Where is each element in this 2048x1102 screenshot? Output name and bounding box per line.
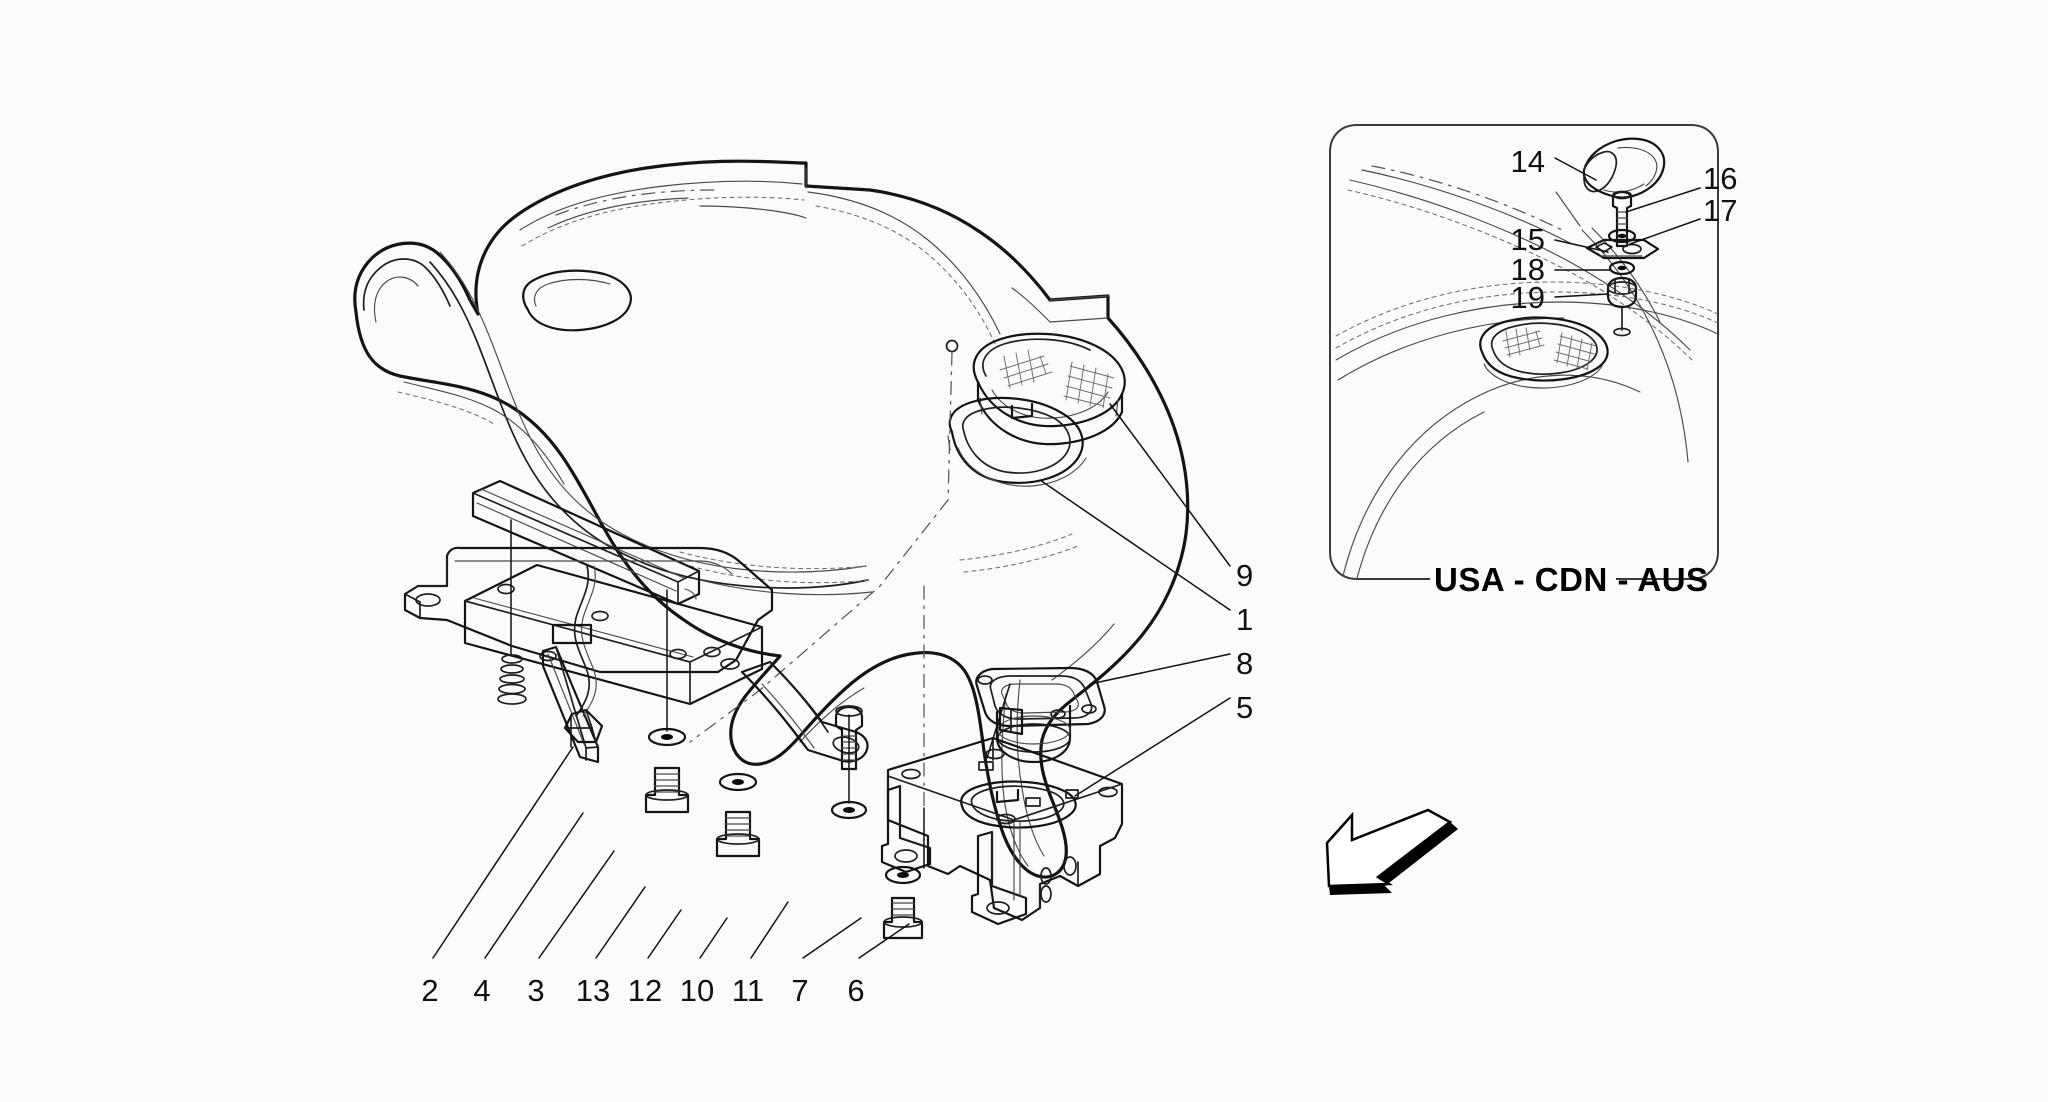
callout-label-11: 11 [731,973,765,1008]
callout-label-18: 18 [1510,252,1545,287]
callout-label-2: 2 [421,973,439,1008]
callout-label-3: 3 [527,973,545,1008]
amplifier-bracket-assembly [403,479,869,858]
callout-label-10: 10 [679,973,715,1008]
speaker-grille-cover [972,332,1126,446]
callout-label-4: 4 [473,973,491,1008]
speaker-mount-hole-1 [977,675,993,685]
inset-speaker-grille [1479,316,1609,389]
amplifier-wire-harness [551,565,604,744]
bracket-hole-3 [996,813,1016,825]
inset-panel-usa-cdn-aus [1329,124,1719,580]
speaker-mount-hole-2 [1050,709,1066,719]
grille-mesh-left [999,349,1053,389]
amplifier-mounting-plate [403,546,774,674]
callout-label-7: 7 [791,973,809,1008]
loudspeaker-support-bracket [880,736,1124,926]
inset-part-18-washer [1608,260,1636,276]
spring-grommet-stack [497,654,527,705]
speaker-aperture [947,396,1087,487]
callout-label-17: 17 [1703,193,1738,228]
amplifier-support-stays [541,645,869,764]
leader-lines-bottom [432,746,910,959]
plate-hole-a [497,583,515,595]
bracket-slot-1 [978,761,994,771]
plate-bolt-hole-left [415,593,441,607]
callout-label-19: 19 [1510,280,1545,315]
grille-mesh-right [1063,361,1115,409]
inset-leader-lines [1554,157,1701,298]
callout-label-16: 16 [1703,161,1738,196]
bracket-hole-2 [985,748,1005,760]
antenna-bar-module [471,479,701,606]
roof-panel-assembly [353,159,1190,879]
leader-lines-internal [510,519,1011,869]
callout-label-14: 14 [1510,144,1545,179]
callout-label-1: 1 [1236,602,1254,637]
leader-lines-right [1039,403,1231,797]
bracket-left-foot-hole [894,849,918,863]
callout-label-13: 13 [575,973,611,1008]
inset-grille-mesh-left [1502,327,1545,358]
plate-hole-d [703,646,721,658]
inset-part-17-washer [1607,228,1637,244]
callout-label-12: 12 [627,973,663,1008]
bracket-hole-4 [1098,786,1118,798]
callout-label-5: 5 [1236,690,1254,725]
bracket-slot-2 [1025,797,1041,807]
loudspeaker-bracket-assembly [830,666,1124,940]
plate-hole-c [539,650,557,662]
callout-label-6: 6 [847,973,865,1008]
callout-label-8: 8 [1236,646,1254,681]
speaker-mount-hole-3 [1081,704,1097,714]
inset-grille-mesh-right [1553,332,1597,371]
inset-part-15-retaining-plate [1585,238,1660,260]
plate-hole-f [720,658,740,670]
washer-and-bolt-11 [715,772,761,858]
plate-hole-e [669,648,687,660]
bracket-front-foot-hole [986,901,1010,915]
callout-label-9: 9 [1236,558,1254,593]
inset-caption-usa-cdn-aus: USA - CDN - AUS [1434,561,1709,598]
bracket-hole-1 [901,768,921,780]
direction-of-travel-arrow [1325,808,1458,895]
inset-part-19-grommet [1606,276,1638,337]
assembly-axis-left [689,351,953,743]
stay-foot-hole [832,736,860,754]
callout-label-15: 15 [1510,222,1545,257]
washer-and-bolt-6 [882,865,924,940]
plate-hole-b [591,610,609,622]
